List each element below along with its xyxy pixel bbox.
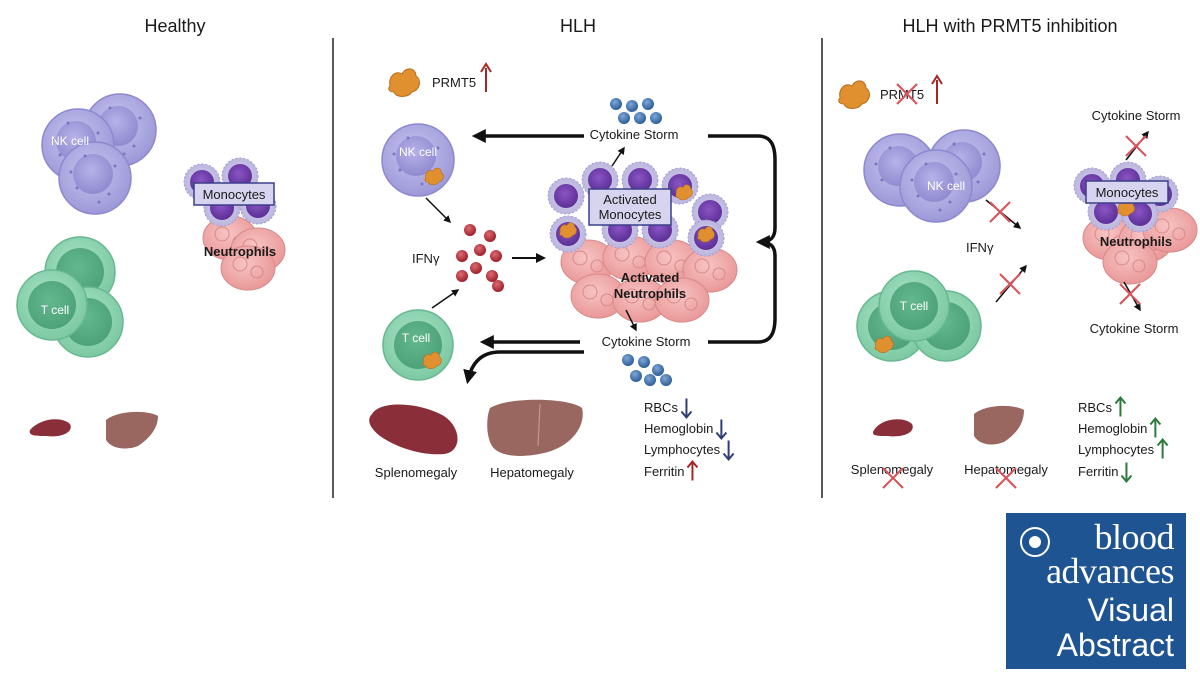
- inh-liver-icon: [974, 405, 1024, 445]
- inh-monocytes-neutrophils: Monocytes Neutrophils: [1073, 161, 1198, 285]
- hlh-storm-top-label: Cytokine Storm: [590, 127, 679, 142]
- trend-arrowhead-icon: [1156, 437, 1169, 447]
- trend-arrowhead-icon: [715, 431, 728, 441]
- hlh-cytokine-top: Cytokine Storm: [590, 98, 679, 142]
- hlh-t-label: T cell: [402, 331, 430, 345]
- inh-organs: Splenomegaly Hepatomegaly: [851, 405, 1048, 490]
- inh-spleen-icon: [872, 419, 913, 437]
- healthy-t-label: T cell: [41, 303, 69, 317]
- hlh-spleen-icon: [369, 404, 458, 455]
- hlh-storm-bottom-label: Cytokine Storm: [602, 334, 691, 349]
- healthy-monocytes-box: [193, 182, 275, 206]
- blood-advances-logo: blood advances Visual Abstract: [1006, 513, 1186, 669]
- inh-ifn-bottom-x-icon: [998, 272, 1022, 296]
- inh-lab-lymphocytes: Lymphocytes: [1078, 442, 1155, 457]
- hlh-nk-cell: NK cell: [381, 123, 455, 197]
- hlh-prmt5-label: PRMT5: [432, 75, 476, 90]
- panel-title-healthy: Healthy: [144, 16, 205, 36]
- inh-prmt5-legend: PRMT5: [838, 74, 943, 109]
- hlh-arrow-t-to-ifn: [431, 289, 460, 309]
- hlh-splenomegaly-label: Splenomegaly: [375, 465, 458, 480]
- inh-neutrophils-label: Neutrophils: [1100, 234, 1172, 249]
- inh-ifn-top-x-icon: [988, 200, 1012, 224]
- hlh-lab-hemoglobin: Hemoglobin: [644, 421, 713, 436]
- hlh-arrow-to-storm-bottom: [625, 309, 637, 332]
- hlh-cytokine-bottom: Cytokine Storm: [602, 334, 691, 386]
- hlh-arrow-to-organs: [463, 350, 584, 385]
- hlh-lab-ferritin: Ferritin: [644, 464, 684, 479]
- healthy-t-cells: T cell: [16, 236, 124, 358]
- healthy-monocytes-label: Monocytes: [203, 187, 266, 202]
- logo-line-blood: blood: [1094, 517, 1174, 557]
- inh-splenomegaly-label: Splenomegaly: [851, 462, 934, 477]
- inh-storm-bottom: Cytokine Storm: [1090, 281, 1179, 336]
- hlh-ifn-label: IFNγ: [412, 251, 440, 266]
- hlh-activated-monocytes-line2: Monocytes: [599, 207, 662, 222]
- hlh-t-cell: T cell: [382, 309, 454, 381]
- inh-monocytes-label: Monocytes: [1096, 185, 1159, 200]
- inh-storm-bottom-label: Cytokine Storm: [1090, 321, 1179, 336]
- inh-ifn: IFNγ: [966, 199, 1027, 303]
- inh-lab-rbcs: RBCs: [1078, 400, 1112, 415]
- hlh-activated-cluster: Activated Monocytes Activated Neutrophil…: [547, 161, 738, 323]
- inh-hepatomegaly-label: Hepatomegaly: [964, 462, 1048, 477]
- inh-prmt5-label: PRMT5: [880, 87, 924, 102]
- hlh-arrow-to-storm-top: [611, 146, 625, 167]
- logo-line-abstract: Abstract: [1056, 627, 1174, 663]
- trend-arrowhead-icon: [1114, 395, 1127, 405]
- trend-arrowhead-icon: [680, 410, 693, 420]
- society-seal-icon: [1020, 527, 1050, 557]
- inh-t-label: T cell: [900, 299, 928, 313]
- hlh-activated-monocytes-box: [588, 188, 672, 226]
- hlh-ifn-cluster: IFNγ: [412, 224, 504, 292]
- panel-title-inhibition: HLH with PRMT5 inhibition: [902, 16, 1117, 36]
- hlh-feedback-bottom: [708, 240, 777, 344]
- inh-t-cells: T cell: [856, 270, 982, 362]
- hlh-labs: RBCs Hemoglobin Lymphocytes Ferritin: [644, 398, 735, 481]
- healthy-liver-icon: [106, 411, 158, 449]
- healthy-spleen-icon: [29, 419, 71, 437]
- hlh-activated-neutrophils-line1: Activated: [621, 270, 680, 285]
- trend-arrowhead-icon: [722, 452, 735, 462]
- inh-storm-bottom-x-icon: [1118, 282, 1142, 306]
- hlh-organs: Splenomegaly Hepatomegaly: [369, 399, 583, 480]
- hlh-activated-monocytes-line1: Activated: [603, 192, 656, 207]
- inh-lab-hemoglobin: Hemoglobin: [1078, 421, 1147, 436]
- logo-line-advances: advances: [1046, 551, 1174, 591]
- inh-ifn-label: IFNγ: [966, 240, 994, 255]
- inh-labs: RBCs Hemoglobin Lymphocytes Ferritin: [1078, 395, 1169, 484]
- healthy-organs: [29, 411, 158, 449]
- trend-arrowhead-icon: [686, 459, 699, 469]
- hlh-feedback-top: [708, 134, 777, 249]
- inh-storm-top-x-icon: [1124, 134, 1148, 158]
- hlh-lab-lymphocytes: Lymphocytes: [644, 442, 721, 457]
- inh-nk-cells: NK cell: [863, 129, 1001, 223]
- inh-lab-ferritin: Ferritin: [1078, 464, 1118, 479]
- hlh-activated-neutrophils-line2: Neutrophils: [614, 286, 686, 301]
- hlh-arrow-nk-to-ifn: [425, 197, 452, 224]
- healthy-neutrophils-label: Neutrophils: [204, 244, 276, 259]
- inh-storm-top: Cytokine Storm: [1092, 108, 1181, 161]
- hlh-liver-icon: [487, 399, 583, 456]
- hlh-prmt5-legend: PRMT5: [388, 62, 492, 97]
- hlh-hepatomegaly-label: Hepatomegaly: [490, 465, 574, 480]
- hlh-nk-label: NK cell: [399, 145, 437, 159]
- inh-storm-top-label: Cytokine Storm: [1092, 108, 1181, 123]
- trend-arrowhead-icon: [1149, 416, 1162, 426]
- healthy-monocytes-neutrophils: Monocytes Neutrophils: [183, 157, 286, 291]
- healthy-nk-label: NK cell: [51, 134, 89, 148]
- inh-nk-label: NK cell: [927, 179, 965, 193]
- healthy-nk-cells: NK cell: [41, 93, 157, 215]
- logo-line-visual: Visual: [1087, 592, 1174, 628]
- panel-title-hlh: HLH: [560, 16, 596, 36]
- inh-monocytes-box: [1085, 180, 1169, 204]
- trend-arrowhead-icon: [1120, 474, 1133, 484]
- hlh-lab-rbcs: RBCs: [644, 400, 678, 415]
